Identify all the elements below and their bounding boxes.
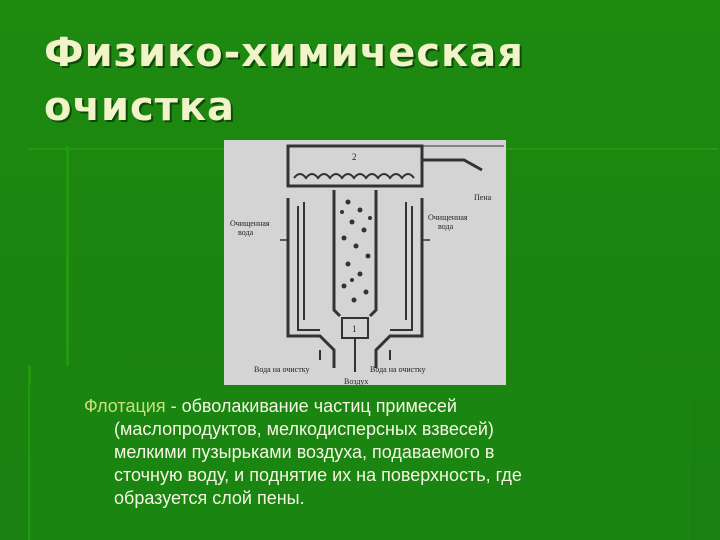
title-line-1: Физико-химическая <box>44 30 524 76</box>
flotation-diagram: 2 Пена 1 <box>224 140 506 388</box>
foam-chamber <box>286 144 424 188</box>
body-line-2: (маслопродуктов, мелкодисперсных взвесей… <box>114 419 494 439</box>
air-bubbles <box>340 199 372 303</box>
label-water-in-left: Вода на очистку <box>254 365 309 374</box>
text-panel <box>30 385 690 540</box>
body-text: Флотация - обволакивание частиц примесей… <box>84 395 684 510</box>
body-line-5: образуется слой пены. <box>114 488 305 508</box>
label-clean-left-2: вода <box>238 228 254 237</box>
flotation-diagram-svg: 2 Пена 1 <box>230 144 504 386</box>
outer-wall-left <box>286 198 336 368</box>
label-air: Воздух <box>344 377 368 386</box>
label-water-in-right: Вода на очистку <box>370 365 425 374</box>
label-clean-right-1: Очищенная <box>428 213 468 222</box>
background-band <box>28 365 31 540</box>
body-line-1-rest: - обволакивание частиц примесей <box>165 396 457 416</box>
background-band <box>66 146 69 366</box>
foam-layer <box>293 173 415 180</box>
label-clean-left-1: Очищенная <box>230 219 270 228</box>
central-column-right <box>368 190 378 318</box>
slide-title: Физико-химическая очистка <box>44 26 684 134</box>
body-line-3: мелкими пузырьками воздуха, подаваемого … <box>114 442 495 462</box>
label-1: 1 <box>352 324 357 334</box>
label-clean-right-2: вода <box>438 222 454 231</box>
body-line-4: сточную воду, и поднятие их на поверхнос… <box>114 465 522 485</box>
annulus-left <box>297 206 320 331</box>
body-term: Флотация <box>84 396 166 416</box>
foam-outlet-pipe <box>422 158 483 172</box>
label-foam: Пена <box>474 193 492 202</box>
title-line-2: очистка <box>44 84 236 130</box>
body-line-1: Флотация - обволакивание частиц примесей <box>84 395 684 418</box>
outer-wall-right <box>374 198 424 368</box>
central-column-left <box>332 190 342 318</box>
label-2: 2 <box>352 152 357 162</box>
annulus-right <box>390 206 413 331</box>
